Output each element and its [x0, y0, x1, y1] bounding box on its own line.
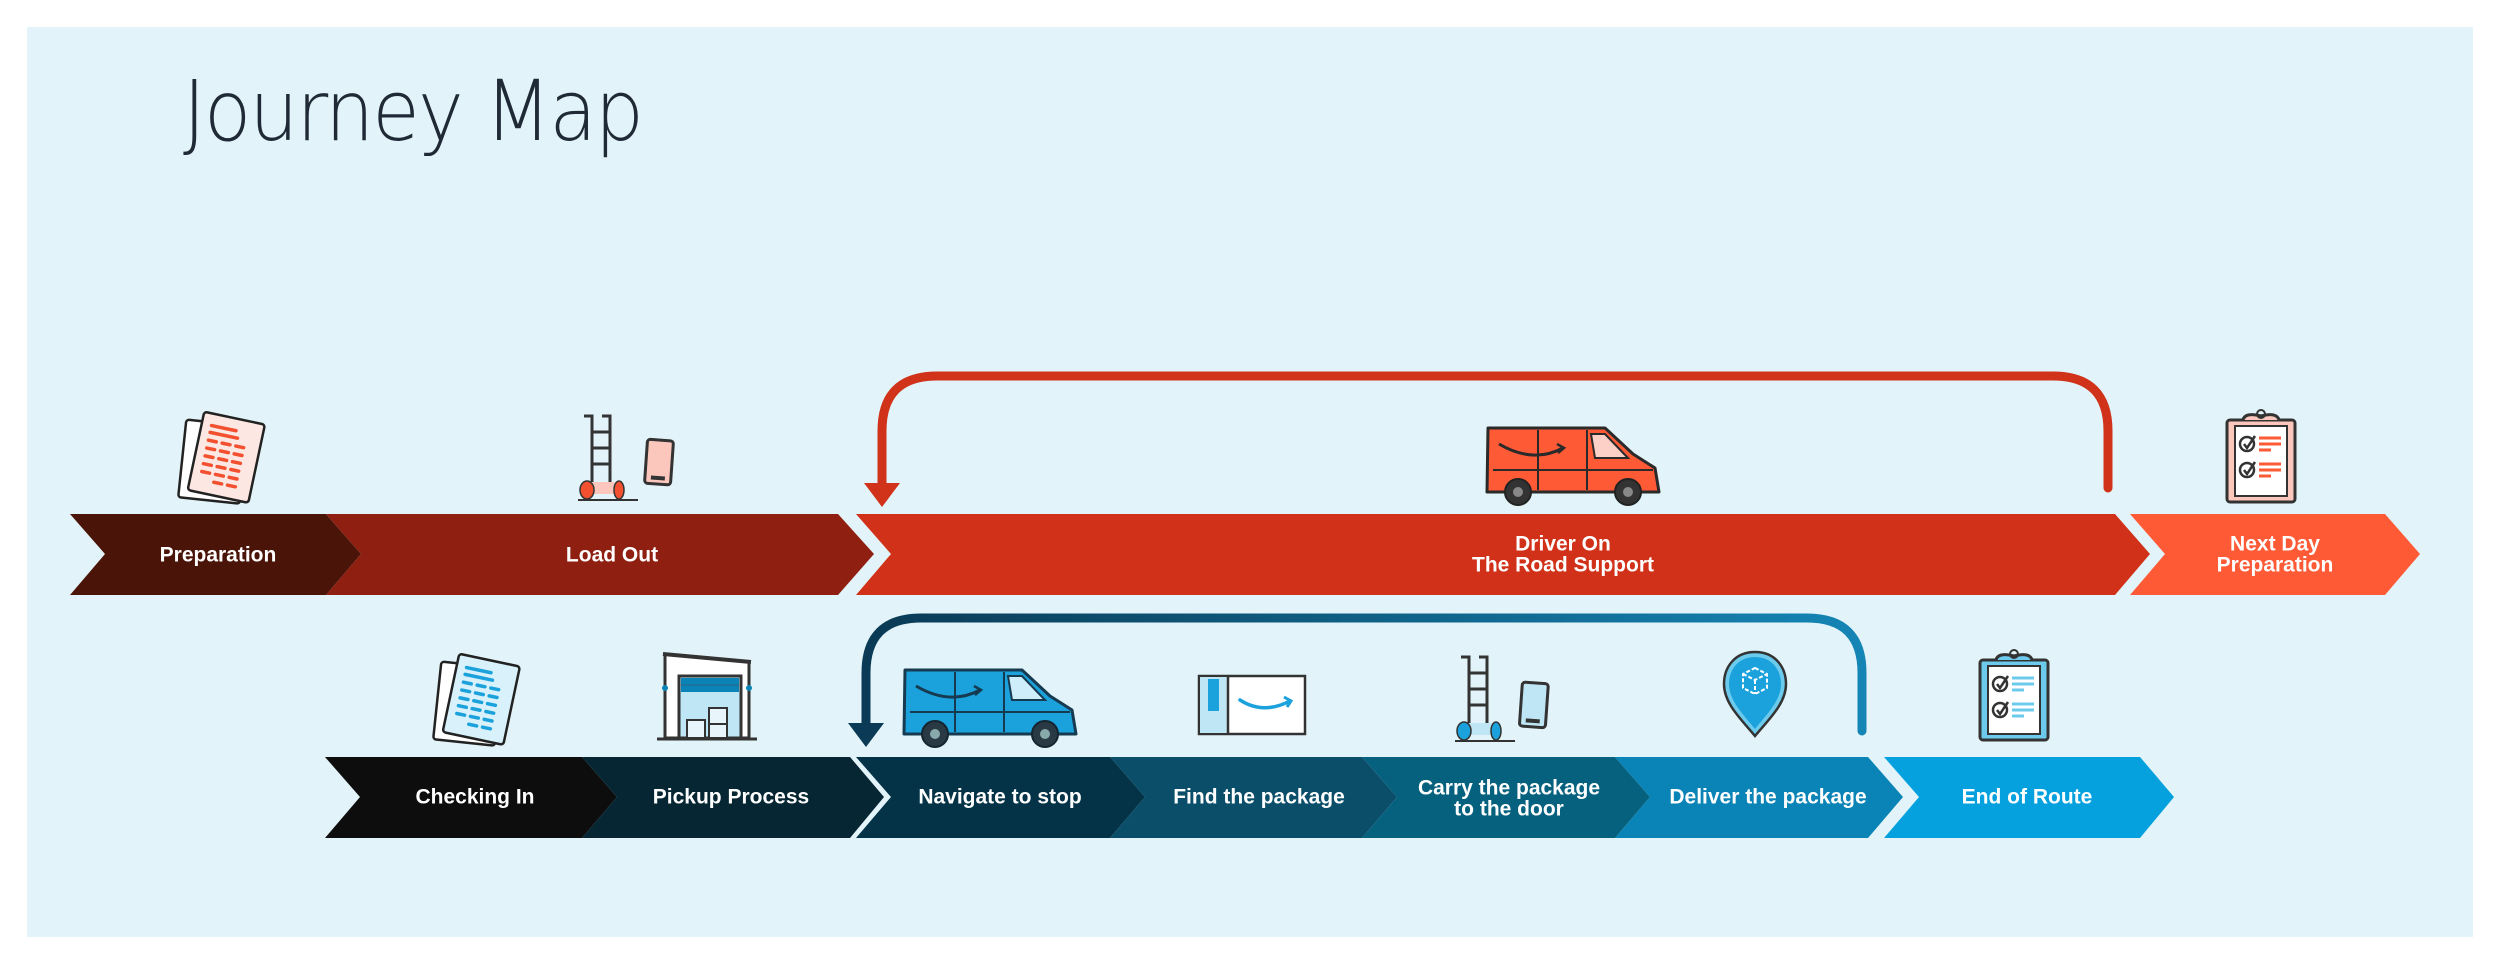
stage-navigate-to-stop[interactable]: Navigate to stop — [856, 757, 1145, 838]
stage-label: Checking In — [415, 786, 534, 809]
stage-label-line-1: Carry the package — [1418, 777, 1600, 800]
stage-label: Preparation — [160, 544, 277, 567]
stage-end-of-route[interactable]: End of Route — [1884, 757, 2174, 838]
documents-icon — [177, 411, 266, 505]
stage-carry-the-package[interactable]: Carry the package to the door — [1362, 757, 1650, 838]
stage-label: Find the package — [1173, 786, 1345, 809]
stage-deliver-the-package[interactable]: Deliver the package — [1615, 757, 1903, 838]
stage-label: Pickup Process — [653, 786, 809, 809]
location-pin-package-icon — [1722, 650, 1788, 738]
stage-label: Load Out — [566, 544, 658, 567]
stage-driver-on-the-road-support[interactable]: Driver On The Road Support — [856, 514, 2150, 595]
stage-label-line-2: The Road Support — [1472, 554, 1654, 577]
hand-truck-and-phone-icon — [578, 414, 675, 501]
stage-preparation[interactable]: Preparation — [70, 514, 361, 595]
hand-truck-and-phone-icon — [1455, 655, 1550, 742]
checklist-clipboard-icon — [2225, 409, 2297, 504]
stage-label: Navigate to stop — [918, 786, 1081, 809]
package-box-icon — [1197, 674, 1307, 736]
page-title: Journey Map — [183, 62, 644, 160]
stage-label-line-2: to the door — [1454, 798, 1564, 821]
delivery-van-icon — [1485, 426, 1661, 506]
checklist-clipboard-icon — [1978, 649, 2050, 742]
stage-pickup-process[interactable]: Pickup Process — [582, 757, 884, 838]
stage-next-day-preparation[interactable]: Next Day Preparation — [2130, 514, 2420, 595]
warehouse-icon — [657, 652, 757, 741]
blue-loop-arrow — [848, 613, 1867, 747]
top-track: Preparation Load Out Driver On The Road … — [70, 514, 2420, 595]
stage-label-line-2: Preparation — [2217, 554, 2334, 577]
stage-load-out[interactable]: Load Out — [326, 514, 874, 595]
stage-checking-in[interactable]: Checking In — [325, 757, 617, 838]
arrowhead-icon — [864, 483, 900, 507]
red-loop-arrow — [864, 371, 2113, 507]
stage-label: Deliver the package — [1669, 786, 1866, 809]
stage-find-the-package[interactable]: Find the package — [1110, 757, 1397, 838]
stage-label: End of Route — [1962, 786, 2093, 809]
stage-label-line-1: Next Day — [2230, 533, 2320, 556]
stage-label-line-1: Driver On — [1515, 533, 1611, 556]
bottom-track: Checking In Pickup Process Navigate to s… — [325, 757, 2174, 838]
arrowhead-icon — [848, 723, 884, 747]
documents-icon — [432, 653, 521, 747]
delivery-van-icon — [902, 668, 1078, 748]
